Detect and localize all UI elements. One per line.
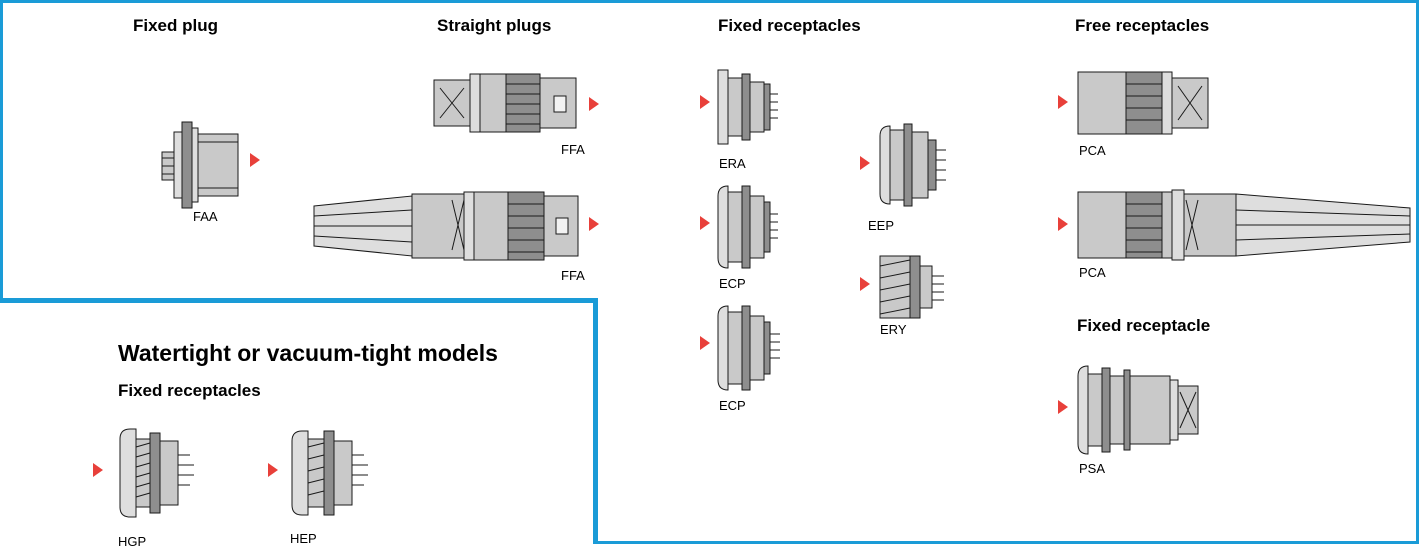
ecp-1-arrow-icon xyxy=(700,216,710,230)
pca-top-connector-drawing xyxy=(1077,71,1209,135)
psa-connector-drawing xyxy=(1077,365,1199,455)
pca-bottom-connector-drawing xyxy=(1077,189,1411,261)
pca-top-arrow-icon xyxy=(1058,95,1068,109)
faa-connector-drawing xyxy=(161,121,239,209)
label-faa: FAA xyxy=(193,209,218,224)
era-arrow-icon xyxy=(700,95,710,109)
label-hgp: HGP xyxy=(118,534,147,549)
label-eep: EEP xyxy=(868,218,895,233)
hep-connector-drawing xyxy=(291,430,368,516)
inset-subtitle: Fixed receptacles xyxy=(118,381,261,400)
eep-arrow-icon xyxy=(860,156,870,170)
ery-connector-drawing xyxy=(879,255,944,319)
ffa-top-connector-drawing xyxy=(433,73,577,133)
label-ery: ERY xyxy=(880,322,907,337)
heading-fixed-plug: Fixed plug xyxy=(133,16,218,35)
label-ecp-2: ECP xyxy=(719,398,746,413)
hgp-connector-drawing xyxy=(119,428,194,518)
inset-title: Watertight or vacuum-tight models xyxy=(118,340,498,366)
ecp-2-connector-drawing xyxy=(717,305,780,391)
faa-arrow-icon xyxy=(250,153,260,167)
ecp-2-arrow-icon xyxy=(700,336,710,350)
heading-fixed-receptacle: Fixed receptacle xyxy=(1077,316,1211,335)
era-connector-drawing xyxy=(717,69,778,145)
label-pca-bottom: PCA xyxy=(1079,265,1106,280)
label-ffa-top: FFA xyxy=(561,142,585,157)
pca-bottom-arrow-icon xyxy=(1058,217,1068,231)
label-pca-top: PCA xyxy=(1079,143,1106,158)
label-era: ERA xyxy=(719,156,746,171)
hep-arrow-icon xyxy=(268,463,278,477)
eep-connector-drawing xyxy=(879,123,946,207)
label-ffa-bottom: FFA xyxy=(561,268,585,283)
heading-free-receptacles: Free receptacles xyxy=(1075,16,1210,35)
label-ecp-1: ECP xyxy=(719,276,746,291)
ery-arrow-icon xyxy=(860,277,870,291)
ecp-1-connector-drawing xyxy=(717,185,778,269)
heading-fixed-receptacles: Fixed receptacles xyxy=(718,16,861,35)
watertight-inset-panel: Watertight or vacuum-tight models Fixed … xyxy=(0,298,598,549)
ffa-bottom-connector-drawing xyxy=(313,191,579,261)
ffa-bottom-arrow-icon xyxy=(589,217,599,231)
ffa-top-arrow-icon xyxy=(589,97,599,111)
hgp-arrow-icon xyxy=(93,463,103,477)
label-psa: PSA xyxy=(1079,461,1106,476)
heading-straight-plugs: Straight plugs xyxy=(437,16,552,35)
label-hep: HEP xyxy=(290,531,317,546)
psa-arrow-icon xyxy=(1058,400,1068,414)
